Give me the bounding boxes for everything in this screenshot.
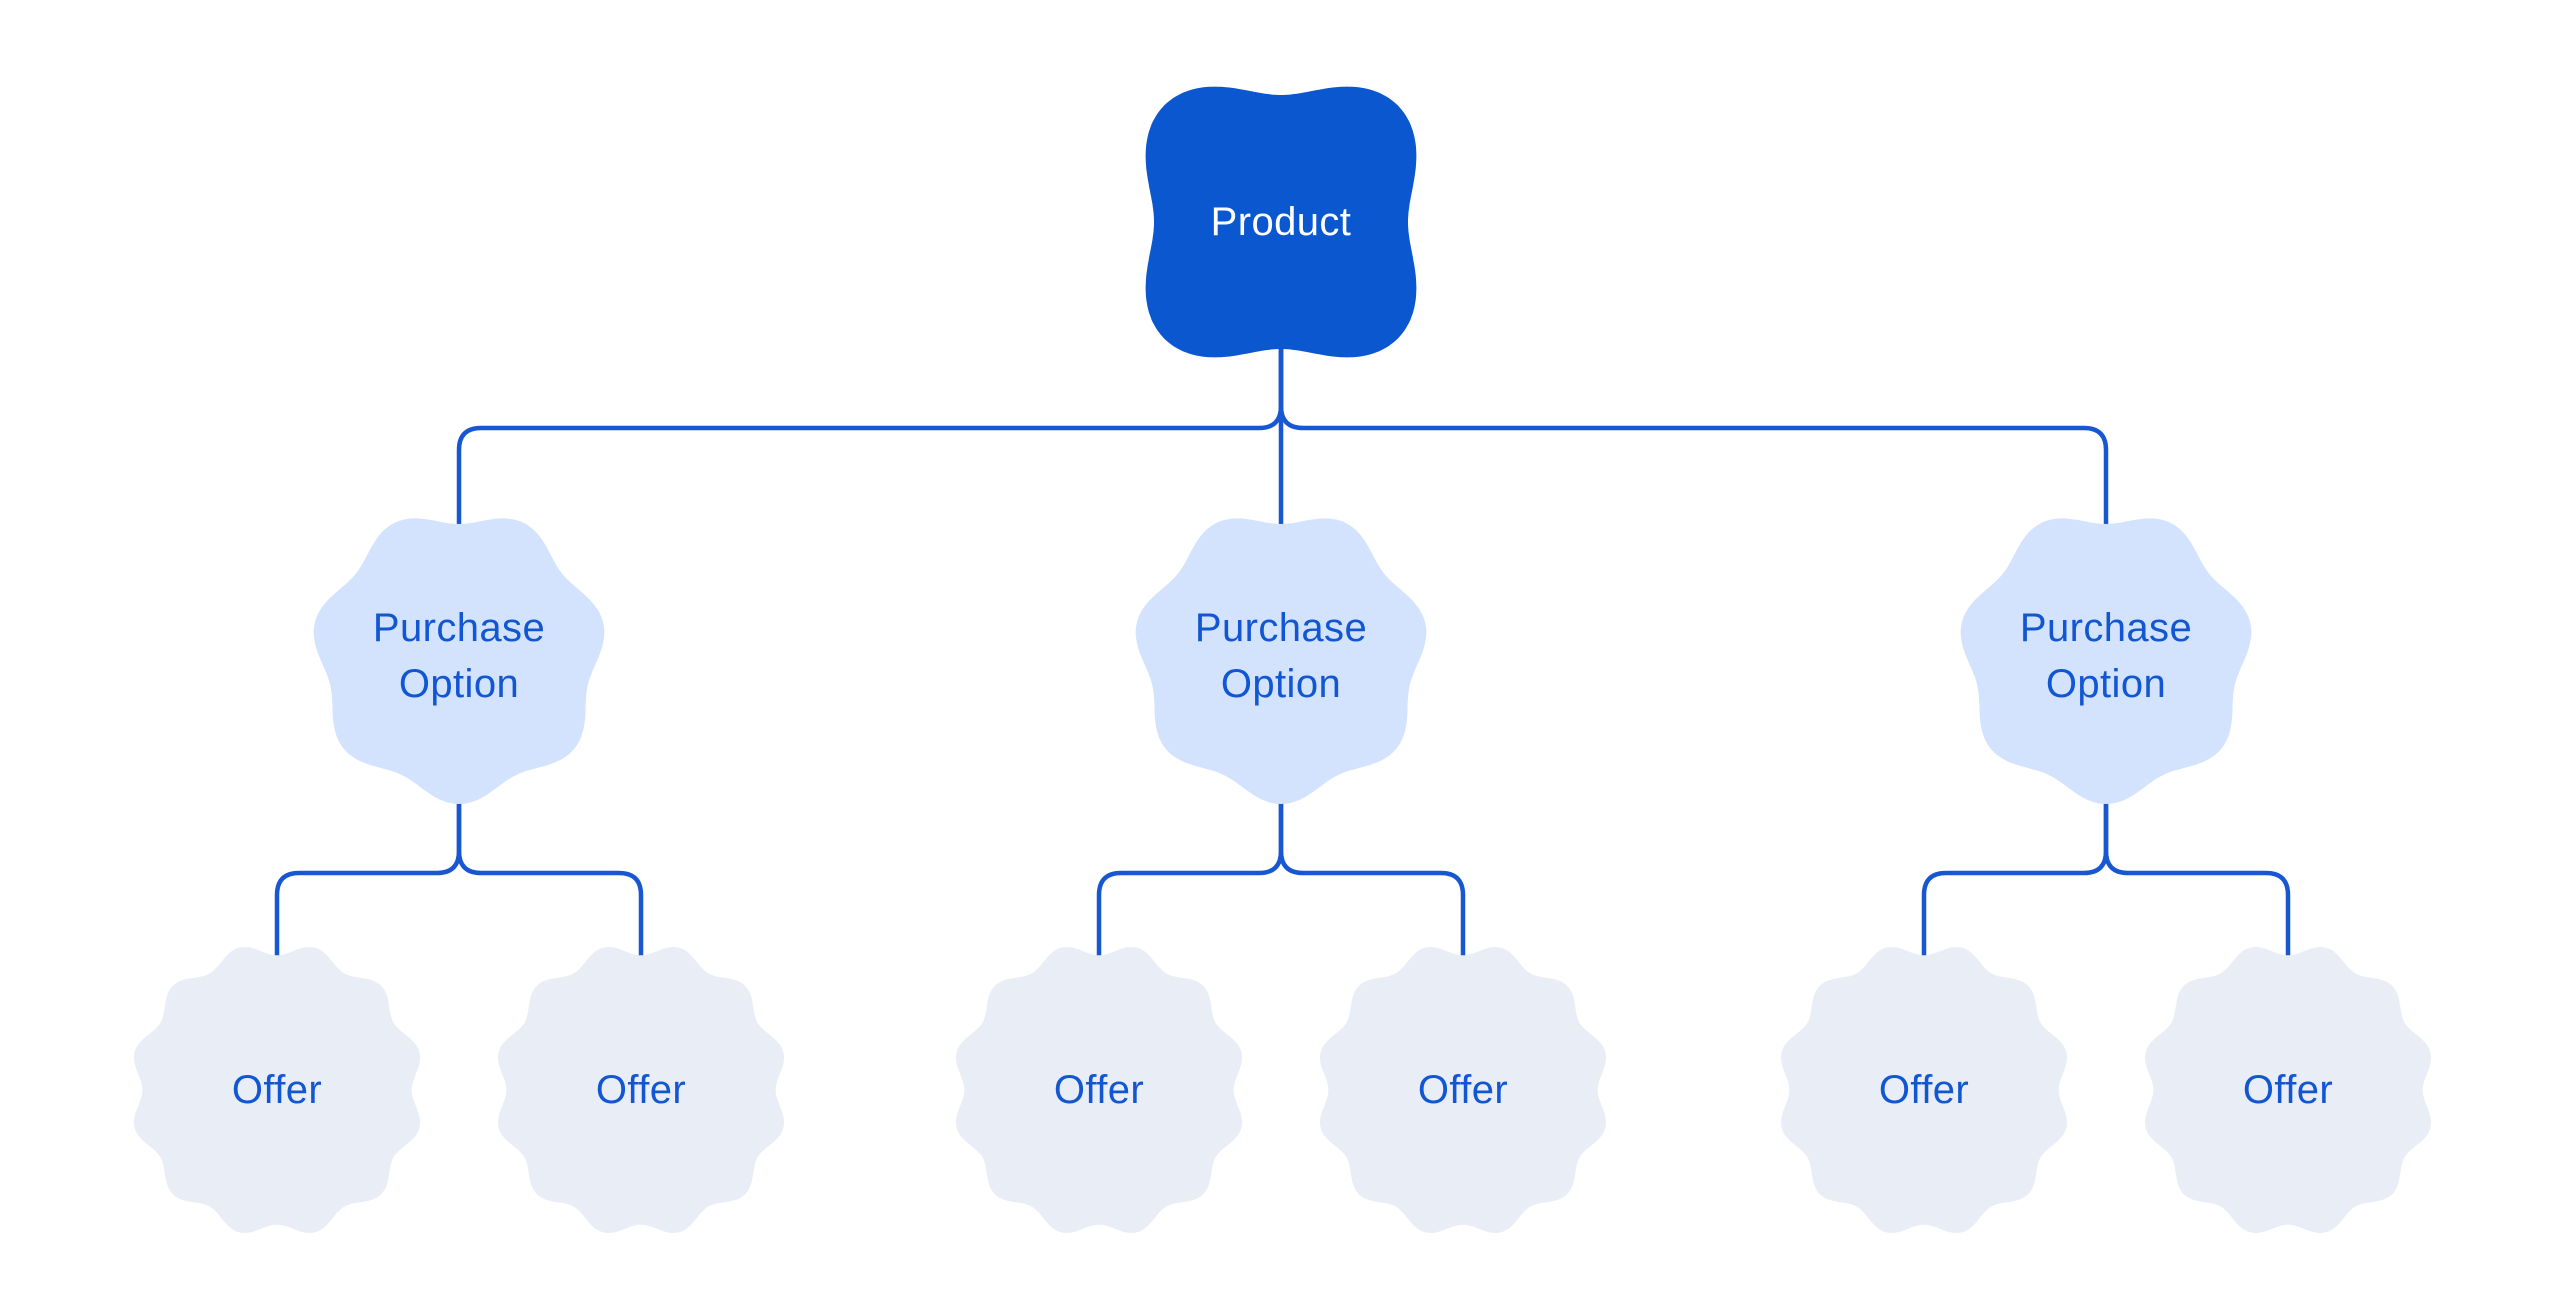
offer-label: Offer xyxy=(231,1068,323,1112)
purchase-option-blob-shape xyxy=(313,518,605,804)
offer-node-1: Offer xyxy=(129,942,425,1238)
offer-node-5: Offer xyxy=(1776,942,2072,1238)
connector-path xyxy=(1096,782,1284,961)
purchase-option-label: Purchase Option xyxy=(2019,606,2193,706)
offer-node-3: Offer xyxy=(951,942,1247,1238)
connector-path xyxy=(274,782,462,961)
offer-label: Offer xyxy=(1417,1068,1509,1112)
offer-label: Offer xyxy=(2242,1068,2334,1112)
offer-node-4: Offer xyxy=(1315,942,1611,1238)
offer-blob-shape xyxy=(498,947,784,1233)
offer-label: Offer xyxy=(1878,1068,1970,1112)
purchase-option-label: Purchase Option xyxy=(372,606,546,706)
offer-label: Offer xyxy=(1053,1068,1145,1112)
product-blob-shape xyxy=(1145,86,1417,358)
offer-node-6: Offer xyxy=(2140,942,2436,1238)
product-node: Product xyxy=(1115,56,1447,388)
purchase-option-blob-shape xyxy=(1960,518,2252,804)
purchase-option-node-2: Purchase Option xyxy=(1133,508,1429,804)
offer-node-2: Offer xyxy=(493,942,789,1238)
offer-label: Offer xyxy=(595,1068,687,1112)
offer-blob-shape xyxy=(134,947,420,1233)
connector-path xyxy=(1278,782,1466,961)
offer-blob-shape xyxy=(2145,947,2431,1233)
offer-blob-shape xyxy=(1320,947,1606,1233)
connector-path xyxy=(2103,782,2291,961)
connector-path xyxy=(456,782,644,961)
product-label: Product xyxy=(1210,200,1352,244)
purchase-option-node-3: Purchase Option xyxy=(1958,508,2254,804)
purchase-option-node-1: Purchase Option xyxy=(311,508,607,804)
offer-blob-shape xyxy=(1781,947,2067,1233)
connector-path xyxy=(1921,782,2109,961)
purchase-option-blob-shape xyxy=(1135,518,1427,804)
offer-blob-shape xyxy=(956,947,1242,1233)
purchase-option-label: Purchase Option xyxy=(1194,606,1368,706)
